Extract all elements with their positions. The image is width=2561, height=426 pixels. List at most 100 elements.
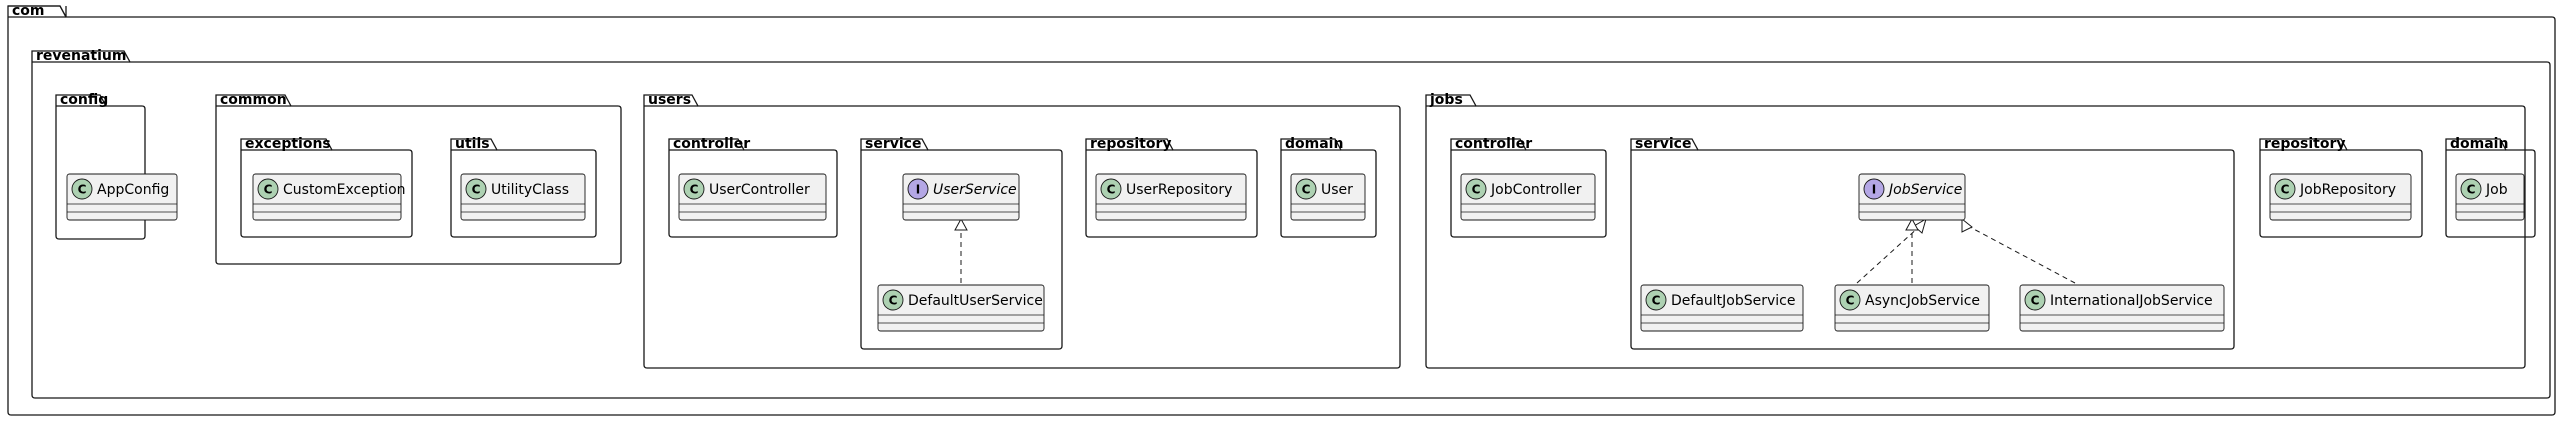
class-glyph: C: [1107, 183, 1116, 197]
arrowhead-user-service: [954, 217, 968, 231]
interface-glyph: I: [1872, 183, 1876, 197]
package-users-controller: controller: [668, 136, 838, 238]
class-glyph: C: [1302, 183, 1311, 197]
class-stereotype-icon: [683, 178, 705, 200]
class-app-config[interactable]: C AppConfig: [66, 173, 178, 221]
arrowhead-job-service-right: [1961, 217, 1973, 233]
package-jobs-service: service: [1630, 136, 2235, 350]
realization-edges: [960, 225, 2076, 284]
class-stereotype-icon: [2460, 178, 2482, 200]
interface-glyph: I: [916, 183, 920, 197]
class-default-user-service-label: DefaultUserService: [908, 293, 1043, 309]
package-common: common: [215, 92, 622, 265]
class-glyph: C: [1472, 183, 1481, 197]
class-stereotype-icon: [1645, 289, 1667, 311]
class-international-job-service[interactable]: C InternationalJobService: [2019, 284, 2225, 332]
class-user-repository[interactable]: C UserRepository: [1095, 173, 1247, 221]
class-stereotype-icon: [1839, 289, 1861, 311]
class-default-user-service[interactable]: C DefaultUserService: [877, 284, 1045, 332]
package-com-label: com: [12, 3, 45, 19]
class-glyph: C: [472, 183, 481, 197]
package-users-service-label: service: [865, 136, 921, 152]
interface-job-service-label: JobService: [1886, 182, 1962, 198]
class-default-job-service[interactable]: C DefaultJobService: [1640, 284, 1804, 332]
class-user[interactable]: C User: [1290, 173, 1366, 221]
class-glyph: C: [690, 183, 699, 197]
arrowhead-job-service-center: [1905, 217, 1919, 231]
class-default-job-service-label: DefaultJobService: [1671, 293, 1795, 309]
package-exceptions-label: exceptions: [245, 136, 331, 152]
class-stereotype-icon: [71, 178, 93, 200]
interface-job-service[interactable]: I JobService: [1858, 173, 1966, 221]
class-job-repository-label: JobRepository: [2299, 182, 2396, 198]
class-stereotype-icon: [257, 178, 279, 200]
package-utils: utils: [450, 136, 597, 238]
class-glyph: C: [2281, 183, 2290, 197]
class-international-job-service-label: InternationalJobService: [2050, 293, 2213, 309]
class-stereotype-icon: [1295, 178, 1317, 200]
package-jobs-domain-label: domain: [2450, 136, 2508, 152]
class-glyph: C: [1846, 294, 1855, 308]
package-users-domain-label: domain: [1285, 136, 1343, 152]
class-stereotype-icon: [1465, 178, 1487, 200]
package-config: config: [55, 92, 146, 240]
package-jobs-label: jobs: [1429, 92, 1463, 108]
class-stereotype-icon: [882, 289, 904, 311]
class-user-controller-label: UserController: [709, 182, 810, 198]
class-utility-class[interactable]: C UtilityClass: [460, 173, 586, 221]
package-jobs-domain: domain: [2445, 136, 2536, 238]
class-custom-exception-label: CustomException: [283, 182, 406, 198]
class-app-config-label: AppConfig: [97, 182, 169, 198]
package-users-label: users: [648, 92, 691, 108]
package-users-repository-label: repository: [1090, 136, 1172, 152]
interface-stereotype-icon: [907, 178, 929, 200]
interface-user-service-label: UserService: [933, 182, 1017, 198]
realization-arrowheads: [954, 217, 1973, 234]
class-user-repository-label: UserRepository: [1126, 182, 1232, 198]
package-jobs-repository-label: repository: [2264, 136, 2346, 152]
class-utility-class-label: UtilityClass: [491, 182, 569, 198]
package-users: users: [643, 92, 1401, 369]
class-glyph: C: [889, 294, 898, 308]
class-job-controller-label: JobController: [1490, 182, 1582, 198]
package-com: com: [7, 3, 2556, 416]
class-job-repository[interactable]: C JobRepository: [2269, 173, 2412, 221]
package-jobs-controller: controller: [1450, 136, 1607, 238]
package-config-label: config: [60, 92, 108, 108]
class-async-job-service-label: AsyncJobService: [1865, 293, 1980, 309]
package-revenatium-label: revenatium: [36, 48, 126, 64]
class-stereotype-icon: [1100, 178, 1122, 200]
package-utils-label: utils: [455, 136, 490, 152]
edge-international-job-service: [1967, 225, 2076, 284]
package-jobs: jobs: [1425, 92, 2526, 369]
package-common-label: common: [220, 92, 287, 108]
package-revenatium: revenatium: [31, 48, 2551, 399]
class-custom-exception[interactable]: C CustomException: [252, 173, 406, 221]
class-stereotype-icon: [2024, 289, 2046, 311]
package-jobs-controller-label: controller: [1455, 136, 1532, 152]
class-glyph: C: [2031, 294, 2040, 308]
interface-user-service[interactable]: I UserService: [902, 173, 1020, 221]
class-glyph: C: [1652, 294, 1661, 308]
class-async-job-service[interactable]: C AsyncJobService: [1834, 284, 1990, 332]
class-job-controller[interactable]: C JobController: [1460, 173, 1596, 221]
package-exceptions: exceptions: [240, 136, 413, 238]
class-user-controller[interactable]: C UserController: [678, 173, 827, 221]
class-job-label: Job: [2485, 182, 2508, 198]
edge-default-job-service: [1856, 225, 1921, 284]
package-users-controller-label: controller: [673, 136, 750, 152]
package-jobs-service-label: service: [1635, 136, 1691, 152]
package-jobs-repository: repository: [2259, 136, 2423, 238]
package-users-service: service: [860, 136, 1063, 350]
class-job[interactable]: C Job: [2455, 173, 2525, 221]
package-users-repository: repository: [1085, 136, 1258, 238]
class-glyph: C: [78, 183, 87, 197]
class-user-label: User: [1321, 182, 1353, 198]
class-stereotype-icon: [2274, 178, 2296, 200]
package-users-domain: domain: [1280, 136, 1377, 238]
class-glyph: C: [264, 183, 273, 197]
class-glyph: C: [2467, 183, 2476, 197]
class-stereotype-icon: [465, 178, 487, 200]
